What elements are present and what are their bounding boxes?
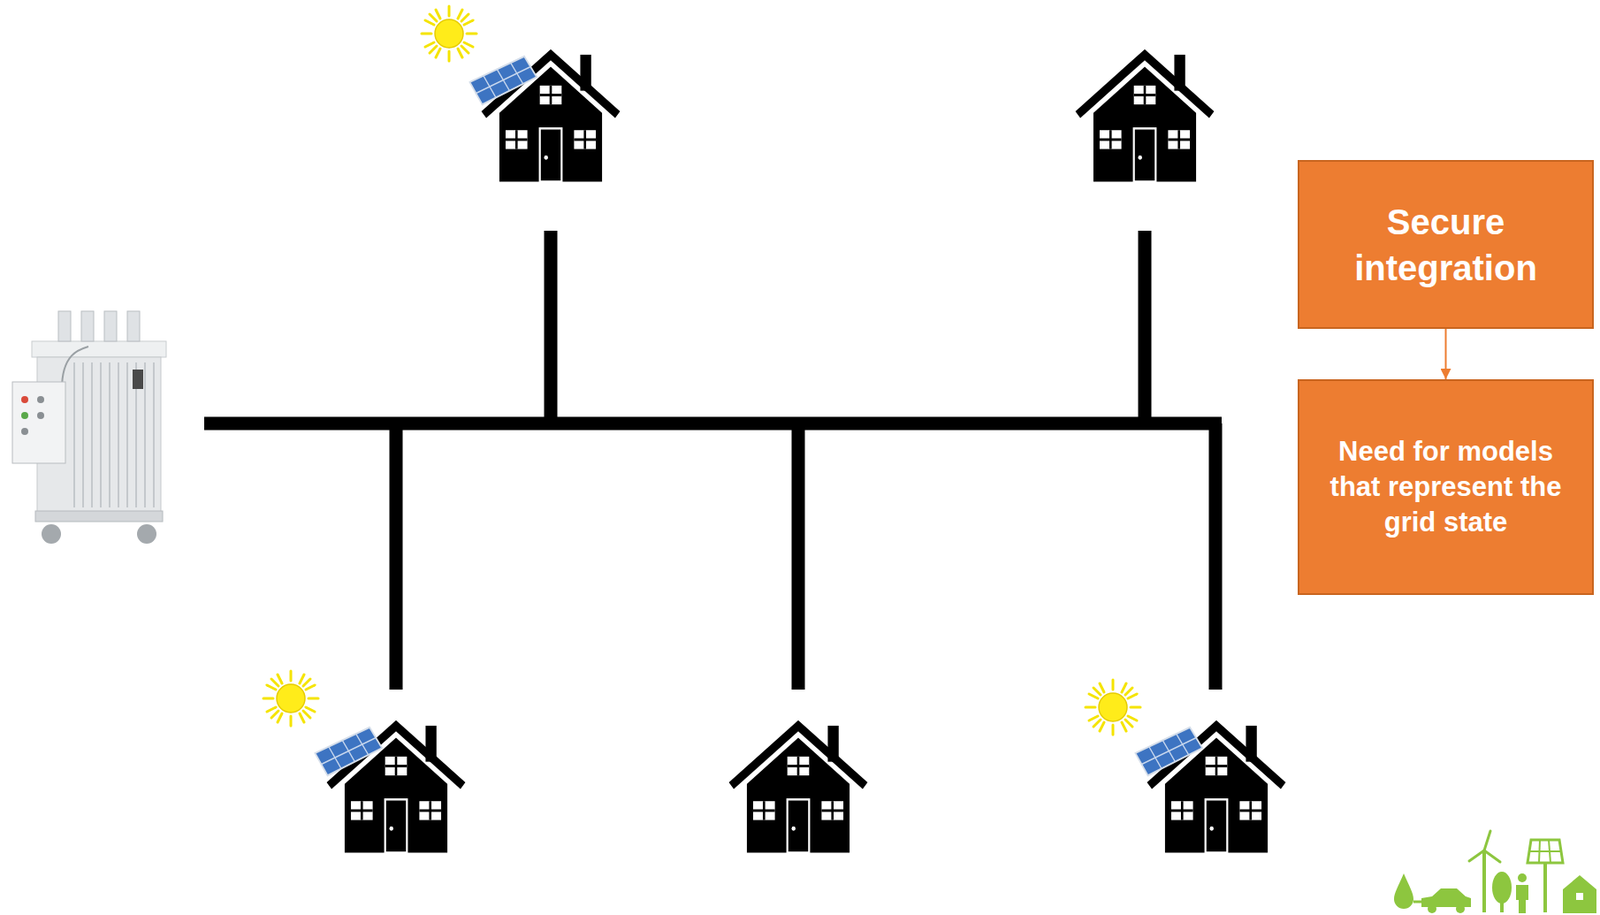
- bushings: [58, 311, 140, 342]
- house: [1077, 54, 1212, 183]
- logo-solar-grid: [1529, 839, 1562, 863]
- logo-house-window: [1576, 892, 1584, 900]
- logo: [1394, 830, 1597, 914]
- house: [731, 725, 865, 854]
- bus-line: [204, 417, 1222, 431]
- wheel: [41, 524, 61, 544]
- transformer-base: [35, 510, 163, 522]
- logo-wheel: [1455, 904, 1465, 914]
- cooling-fins: [74, 362, 154, 508]
- logo-tree: [1492, 871, 1512, 904]
- logo-solar-panel: [1527, 839, 1563, 863]
- house: [731, 725, 865, 854]
- pv-panel: [469, 56, 537, 105]
- logo-person: [1516, 884, 1529, 914]
- service-line: [1209, 423, 1223, 690]
- logo-person-head: [1517, 873, 1527, 883]
- logo-turbine-blades: [1469, 830, 1501, 862]
- service-line: [792, 423, 806, 690]
- sun: [263, 670, 319, 726]
- logo-tree-trunk: [1500, 899, 1504, 913]
- transformer-cover: [31, 341, 167, 358]
- logo-drop: [1394, 873, 1414, 909]
- logo-wheel: [1427, 904, 1437, 914]
- control-box: [12, 381, 66, 464]
- house-with-pv: [469, 54, 618, 183]
- feeder-lines: [204, 230, 1222, 690]
- logo-solar-pole: [1543, 862, 1547, 913]
- logo-turbine-tower: [1482, 850, 1486, 913]
- process-box: Need for models that represent the grid …: [1297, 379, 1594, 595]
- house-with-pv: [1135, 725, 1283, 854]
- house-with-pv: [314, 725, 463, 854]
- box-text: Need for models that represent the grid …: [1315, 434, 1577, 541]
- pv-panel: [314, 727, 382, 776]
- box-text: Secure integration: [1315, 198, 1577, 291]
- service-line: [389, 423, 404, 690]
- sun: [421, 6, 477, 61]
- sun: [1085, 679, 1141, 735]
- logo-car: [1421, 888, 1471, 907]
- transformer: [12, 311, 167, 544]
- logo-house: [1562, 875, 1597, 914]
- rating-plate: [132, 369, 144, 389]
- arrow-connector: [1445, 328, 1448, 380]
- control-buttons: [21, 396, 45, 435]
- pv-panel: [1135, 727, 1203, 776]
- service-line: [544, 230, 558, 424]
- service-line: [1138, 230, 1152, 424]
- wheel: [137, 524, 157, 544]
- process-box: Secure integration: [1297, 160, 1594, 329]
- house: [1077, 54, 1212, 183]
